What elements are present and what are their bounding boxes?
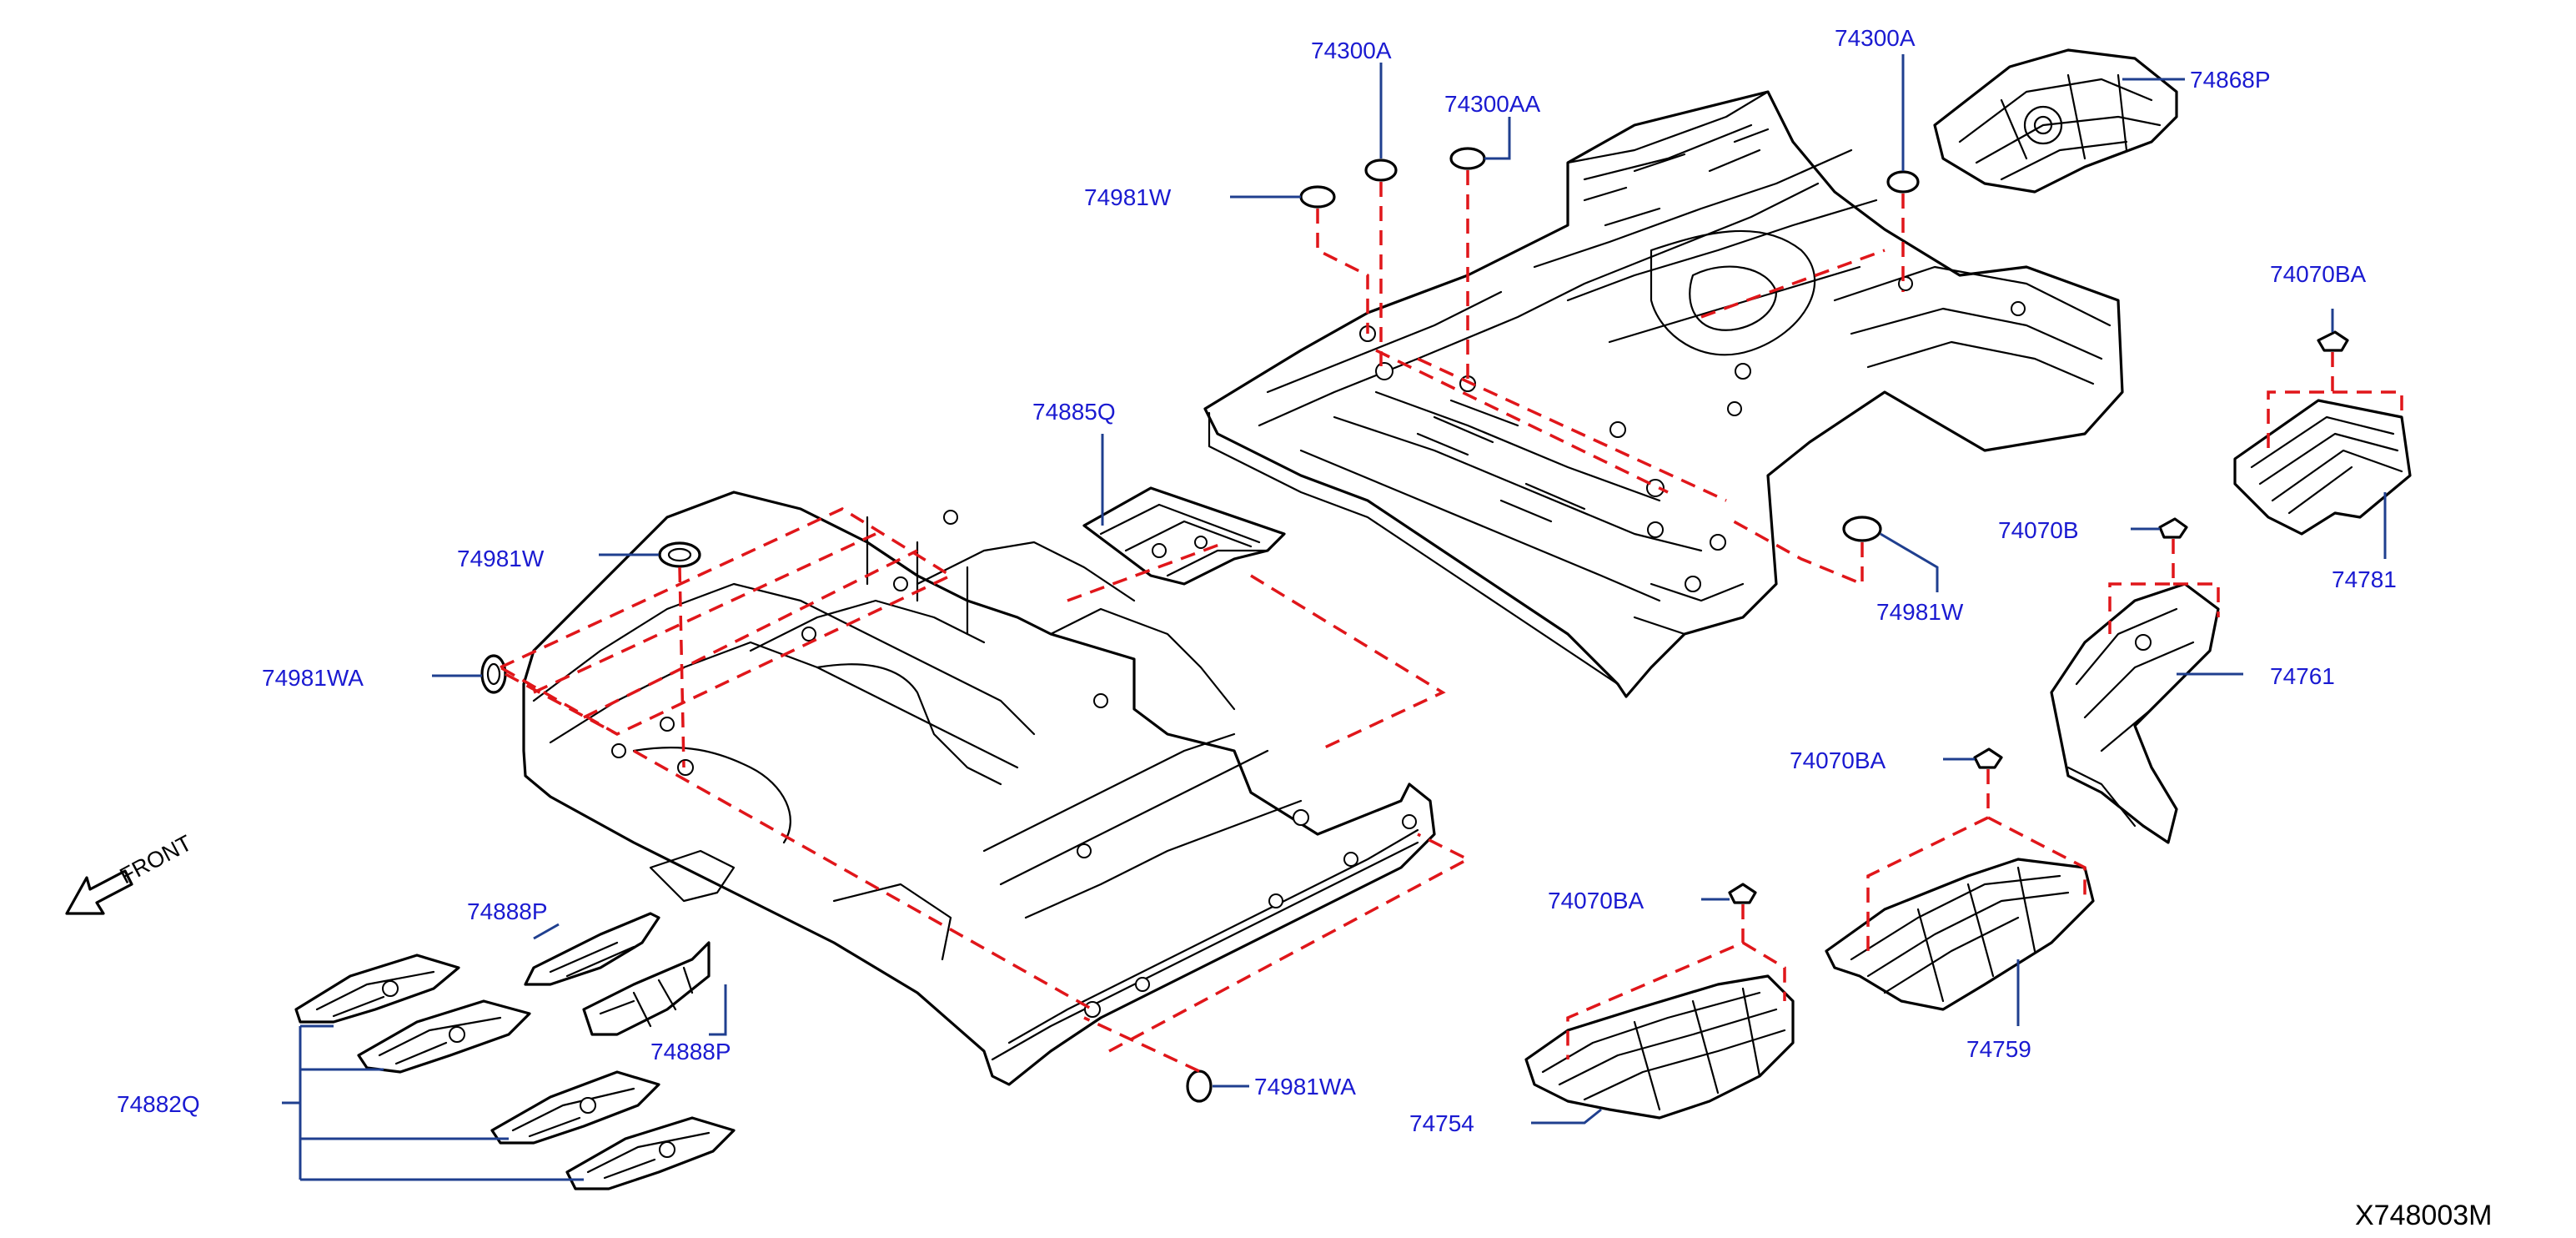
clip-74070BA-top — [2317, 330, 2349, 352]
plug-74300A-right — [1886, 170, 1920, 194]
panel-74885Q — [1082, 486, 1286, 586]
callout-74888P-bottom: 74888P — [650, 1039, 731, 1064]
heat-insulator-74759 — [1825, 858, 2095, 1011]
callout-74888P-top: 74888P — [467, 898, 548, 924]
callout-74981WA-left: 74981WA — [262, 665, 364, 691]
panel-74882Q-4 — [565, 1116, 736, 1190]
callout-74882Q: 74882Q — [117, 1091, 200, 1117]
clip-74070BA-mid — [1973, 747, 2003, 769]
callout-74300A-left: 74300A — [1311, 38, 1392, 63]
callout-74070BA-low: 74070BA — [1548, 888, 1645, 913]
grommet-74981WA-left — [480, 654, 507, 694]
front-floor-panel — [522, 491, 1436, 1086]
front-direction-arrow: FRONT — [65, 830, 196, 915]
panel-74882Q-2 — [357, 999, 531, 1074]
heat-insulator-74888P-upper — [524, 912, 660, 986]
panel-74882Q-3 — [490, 1070, 660, 1145]
callout-74070BA-top: 74070BA — [2270, 261, 2367, 287]
callout-74754: 74754 — [1409, 1110, 1474, 1136]
callout-74759: 74759 — [1966, 1036, 2031, 1062]
callout-74981WA-bottom: 74981WA — [1254, 1074, 1356, 1100]
plug-74981W-right — [1842, 516, 1882, 542]
figure-code: X748003M — [2355, 1200, 2492, 1231]
plug-74300A-left — [1364, 159, 1398, 182]
callout-74070BA-mid: 74070BA — [1790, 747, 1886, 773]
callout-74981W-right: 74981W — [1876, 599, 1964, 625]
panel-74882Q-1 — [294, 954, 460, 1024]
heat-insulator-74868P — [1933, 48, 2178, 194]
leader-lines — [282, 54, 2387, 1181]
callout-74300AA: 74300AA — [1444, 91, 1541, 117]
front-label: FRONT — [116, 830, 196, 888]
heat-insulator-74754 — [1524, 974, 1795, 1120]
plug-74300AA — [1449, 147, 1486, 170]
clip-74070B — [2158, 517, 2188, 539]
callout-74761: 74761 — [2270, 663, 2335, 689]
dashed-connectors — [497, 170, 2403, 1073]
heat-insulator-74761 — [2050, 582, 2220, 844]
heat-insulator-74888P-lower — [582, 941, 711, 1036]
callout-74981W-top: 74981W — [1084, 184, 1172, 210]
callout-74070B: 74070B — [1998, 517, 2079, 543]
plug-74981W-top — [1299, 185, 1336, 209]
callout-74300A-right: 74300A — [1835, 25, 1916, 51]
callout-74981W-left: 74981W — [457, 546, 545, 571]
grommet-74981WA-bottom — [1186, 1069, 1213, 1103]
callout-labels: 74300A 74300AA 74300A 74868P 74981W 7488… — [117, 25, 2397, 1136]
heat-insulator-74781 — [2233, 399, 2412, 536]
clip-74070BA-low — [1728, 883, 1757, 904]
callout-74868P: 74868P — [2190, 67, 2271, 93]
callout-74781: 74781 — [2332, 566, 2397, 592]
grommet-74981W-left — [658, 541, 701, 568]
callout-74885Q: 74885Q — [1032, 399, 1116, 425]
